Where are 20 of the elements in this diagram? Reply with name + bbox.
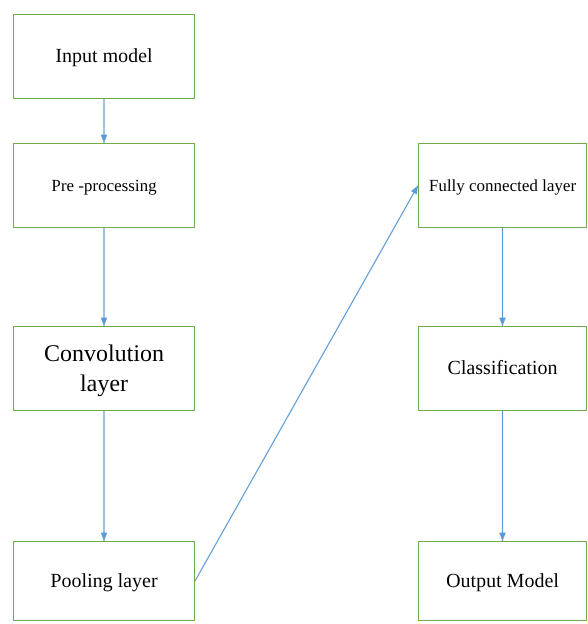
node-label: Input model (55, 44, 153, 69)
arrow (499, 228, 506, 326)
node-label: Fully connected layer (428, 174, 576, 196)
process-box (418, 541, 587, 621)
process-box (418, 326, 587, 411)
process-box (13, 143, 195, 228)
arrow (194, 185, 419, 582)
process-box (13, 541, 195, 621)
node-label: Convolution layer (42, 340, 165, 398)
process-box (13, 326, 195, 411)
arrow (100, 228, 108, 326)
node-label: Output Model (446, 568, 559, 594)
arrow (100, 99, 108, 143)
node-label: Classification (448, 356, 558, 381)
arrow (499, 411, 506, 541)
node-label: Pooling layer (50, 568, 158, 594)
process-box (418, 143, 587, 228)
arrow (100, 411, 108, 541)
node-label: Pre -processing (51, 174, 157, 196)
process-box (13, 14, 195, 99)
